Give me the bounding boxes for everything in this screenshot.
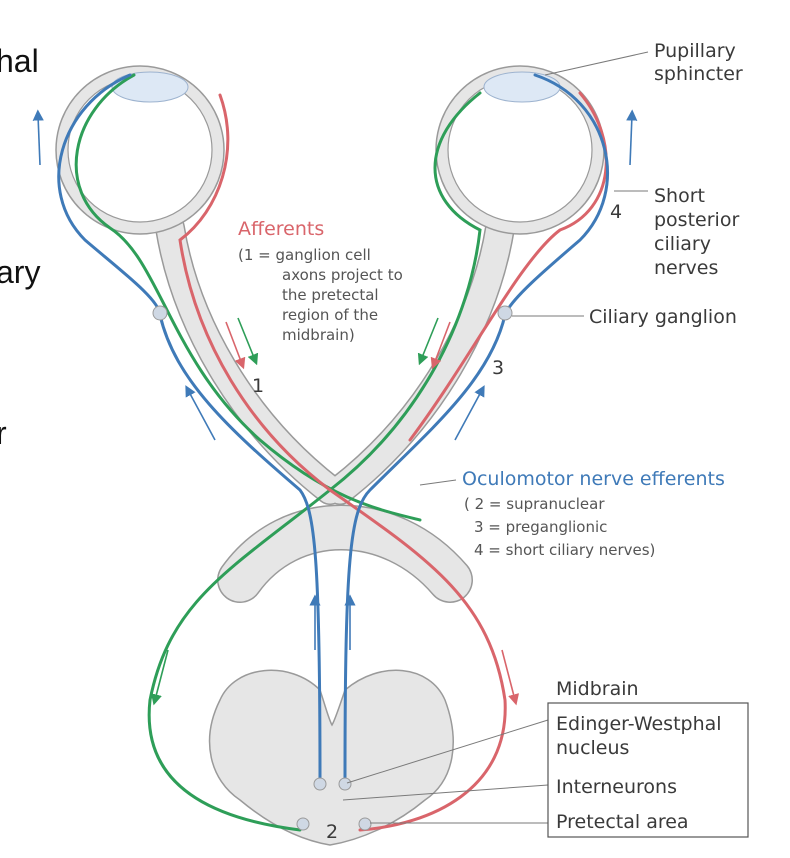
red-afferent-left	[178, 93, 507, 832]
number-1: 1	[252, 375, 264, 397]
left-lens	[111, 71, 189, 103]
ganglia	[152, 305, 513, 831]
leader-lines	[342, 51, 649, 824]
label-afferents-note-1: (1 = ganglion cell	[238, 246, 371, 264]
label-short-2: posterior	[654, 209, 739, 231]
label-short-3: ciliary	[654, 233, 711, 255]
label-ciliary-ganglion: Ciliary ganglion	[589, 306, 737, 328]
right-eye	[435, 65, 605, 235]
label-efferents-note-1: ( 2 = supranuclear	[464, 495, 605, 513]
right-ew-nucleus	[338, 777, 352, 791]
label-afferents-note-3: the pretectal	[282, 286, 379, 304]
left-eye	[55, 65, 225, 235]
midbrain-shape	[208, 669, 454, 846]
label-interneurons: Interneurons	[556, 776, 677, 798]
blue-efferent-left	[57, 73, 322, 782]
right-lens	[483, 71, 561, 103]
label-midbrain: Midbrain	[556, 678, 639, 700]
label-short-4: nerves	[654, 257, 718, 279]
label-ew-2: nucleus	[556, 737, 629, 759]
label-ew-1: Edinger-Westphal	[556, 713, 722, 735]
label-afferents-title: Afferents	[238, 218, 324, 240]
label-efferents-title: Oculomotor nerve efferents	[462, 468, 725, 490]
label-pupillary-sphincter-2: sphincter	[654, 63, 743, 85]
direction-arrows	[32, 109, 638, 706]
cut-text-2: ary	[0, 254, 40, 290]
left-ciliary-ganglion	[152, 305, 168, 321]
label-afferents-note-4: region of the	[282, 306, 378, 324]
number-2: 2	[326, 821, 338, 843]
labels: Pupillary sphincter Short posterior cili…	[238, 40, 743, 843]
green-afferent-left	[74, 73, 422, 522]
label-pupillary-sphincter-1: Pupillary	[654, 40, 736, 62]
label-pretectal-area: Pretectal area	[556, 811, 689, 833]
cut-text-3: r	[0, 415, 7, 451]
right-ciliary-ganglion	[497, 305, 513, 321]
number-3: 3	[492, 357, 504, 379]
label-afferents-note-5: midbrain)	[282, 326, 355, 344]
cut-text-1: hal	[0, 43, 39, 79]
label-efferents-note-3: 4 = short ciliary nerves)	[474, 541, 655, 559]
blue-efferent-right	[343, 73, 610, 782]
left-pretectal	[296, 817, 310, 831]
left-ew-nucleus	[313, 777, 327, 791]
pathways	[57, 73, 610, 832]
label-efferents-note-2: 3 = preganglionic	[474, 518, 607, 536]
right-pretectal	[358, 817, 372, 831]
number-4: 4	[610, 201, 622, 223]
label-afferents-note-2: axons project to	[282, 266, 403, 284]
label-short-1: Short	[654, 185, 705, 207]
nucleus-label-box	[547, 702, 749, 838]
